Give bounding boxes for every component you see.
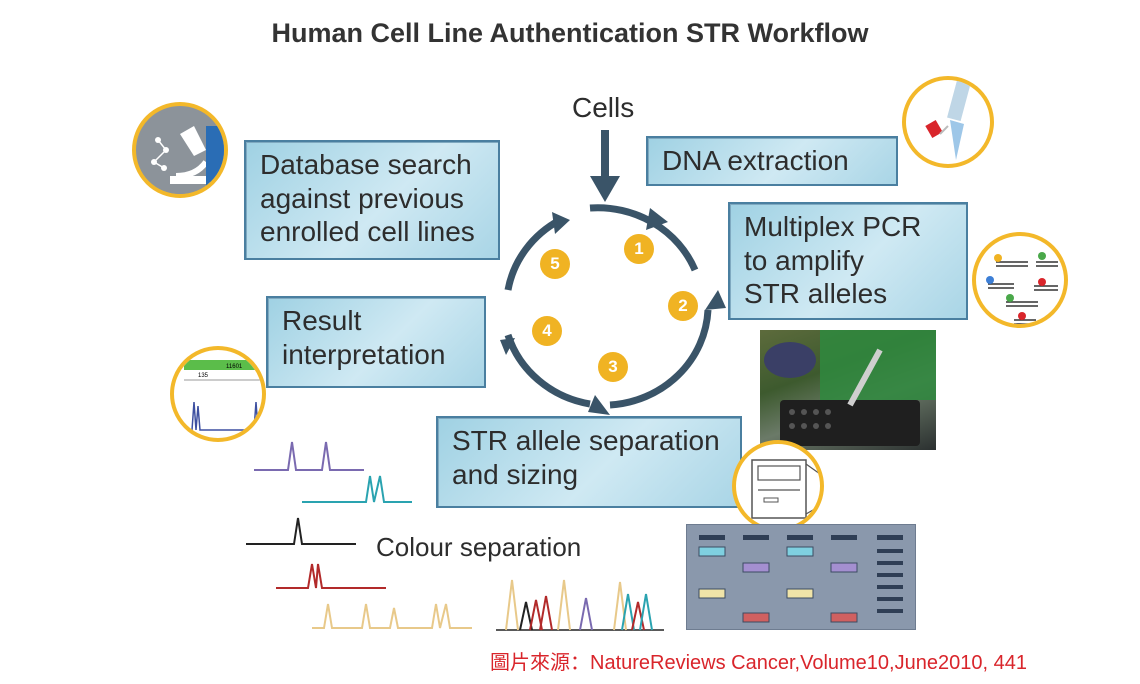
colour-separation-label: Colour separation [376,532,582,562]
electropherogram-icon: 11601 135 [170,346,266,442]
sequencer-icon [732,440,824,532]
workflow-cycle [500,204,726,415]
electropherogram-tick: 135 [198,373,209,379]
result-interpretation-box: Result interpretation [266,296,486,388]
trace-red [276,563,386,589]
trace-teal [302,475,412,503]
cells-label: Cells [572,92,635,123]
combined-trace [496,579,664,631]
step-5-badge: 5 [540,249,570,279]
trace-tan [312,603,472,629]
step-1-badge: 1 [624,234,654,264]
step-2-badge: 2 [668,291,698,321]
dna-extraction-box: DNA extraction [646,136,898,186]
str-separation-box: STR allele separation and sizing [436,416,742,508]
trace-purple [254,441,364,471]
database-search-box: Database search against previous enrolle… [244,140,500,260]
down-arrow-icon [590,130,620,202]
multiplex-pcr-box: Multiplex PCR to amplify STR alleles [728,202,968,320]
trace-black [246,517,356,545]
pipette-icon [902,76,994,168]
page-title: Human Cell Line Authentication STR Workf… [271,18,869,48]
lab-photo [760,330,936,450]
step-3-badge: 3 [598,352,628,382]
electropherogram-marker: 11601 [226,364,243,370]
gel-image [686,524,916,630]
microscope-icon [132,102,228,198]
step-4-badge: 4 [532,316,562,346]
dna-fragments-icon [972,232,1068,328]
source-citation: 圖片來源：NatureReviews Cancer,Volume10,June2… [490,652,1027,674]
